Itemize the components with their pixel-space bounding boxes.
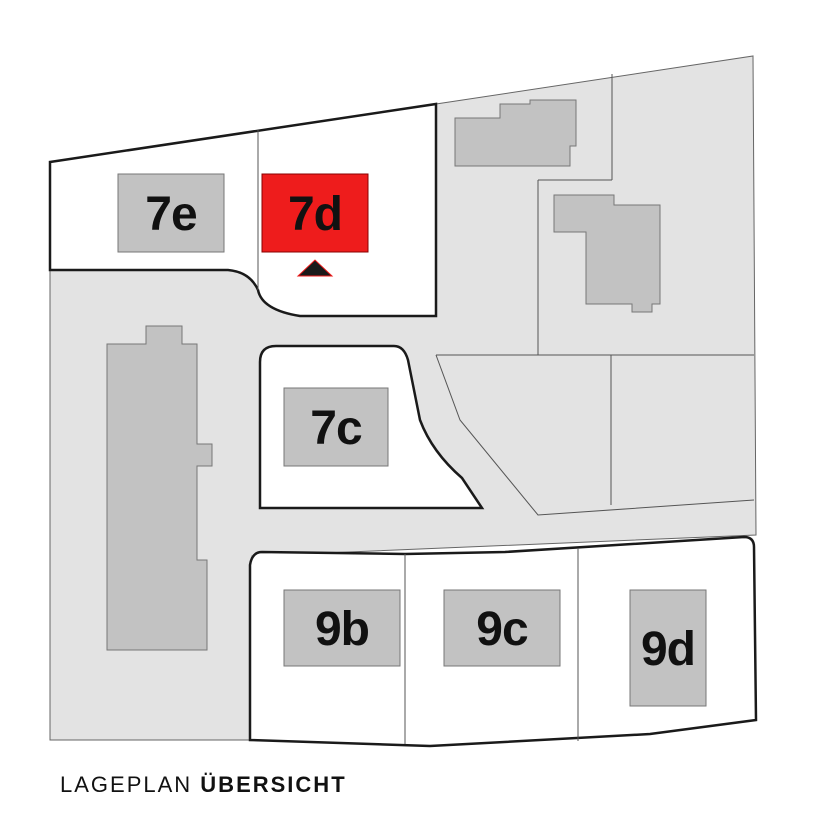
- label-7d: 7d: [288, 188, 342, 241]
- neighbour-building-top: [454, 99, 577, 167]
- label-9b: 9b: [315, 603, 369, 656]
- building-9d[interactable]: 9d: [629, 589, 707, 707]
- neighbour-parcels: [435, 74, 755, 516]
- neighbour-building-right: [553, 194, 661, 313]
- map-caption: LAGEPLAN ÜBERSICHT: [60, 772, 347, 798]
- label-9d: 9d: [641, 623, 695, 676]
- label-9c: 9c: [476, 603, 528, 656]
- location-marker-icon: [296, 259, 334, 277]
- building-7e[interactable]: 7e: [117, 173, 225, 253]
- caption-bold: ÜBERSICHT: [200, 772, 347, 797]
- building-9b[interactable]: 9b: [283, 589, 401, 667]
- building-7d[interactable]: 7d: [261, 173, 369, 253]
- building-7c[interactable]: 7c: [283, 387, 389, 467]
- label-7c: 7c: [310, 402, 362, 455]
- label-7e: 7e: [145, 188, 197, 241]
- building-9c[interactable]: 9c: [443, 589, 561, 667]
- caption-regular: LAGEPLAN: [60, 772, 193, 797]
- plot-7e-7d[interactable]: [48, 102, 438, 318]
- neighbour-building-left: [106, 325, 213, 651]
